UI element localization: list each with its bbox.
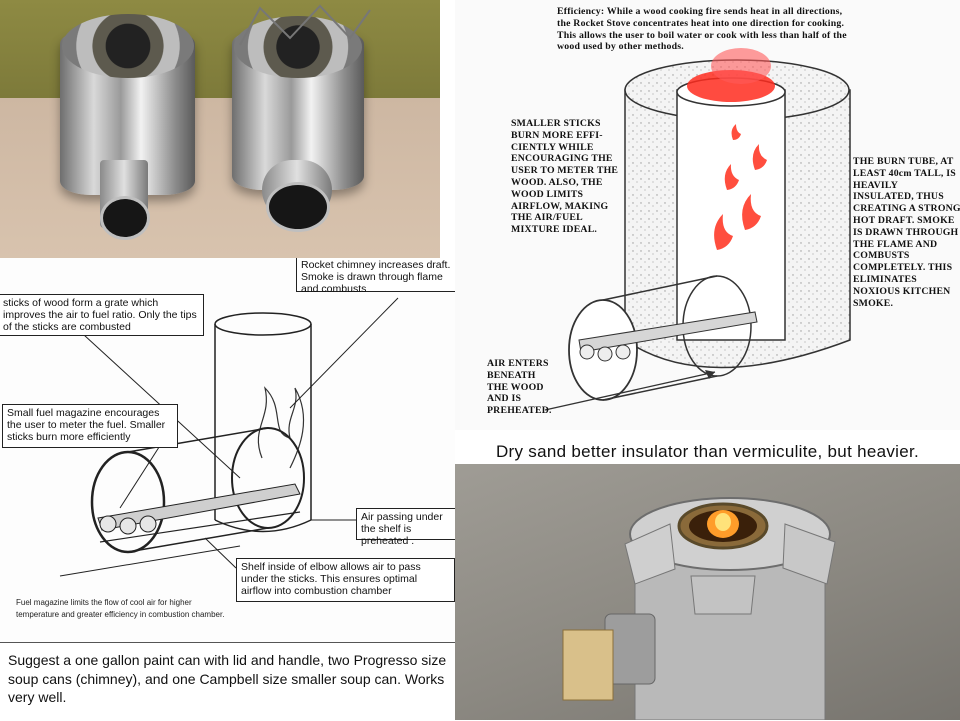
callout-grate: sticks of wood form a grate which improv…: [0, 294, 204, 336]
callout-fuel-magazine: Small fuel magazine encourages the user …: [2, 404, 178, 448]
caption-materials: Suggest a one gallon paint can with lid …: [0, 642, 455, 721]
callout-air-preheated: Air passing under the shelf is preheated…: [356, 508, 455, 547]
efficiency-text: While a wood cooking fire sends heat in …: [557, 6, 847, 53]
photo-finished-stove: [455, 464, 960, 720]
stove-line-drawing: [59, 297, 399, 577]
burn-tube-note: THE BURN TUBE, AT LEAST 40cm TALL, IS HE…: [853, 156, 960, 309]
efficiency-label: Efficiency:: [557, 6, 605, 17]
fuel-magazine-note: Fuel magazine limits the flow of cool ai…: [16, 598, 225, 619]
caption-materials-text: Suggest a one gallon paint can with lid …: [8, 652, 447, 705]
pot-support-wire: [239, 4, 371, 46]
caption-insulation: Dry sand better insulator than vermiculi…: [455, 430, 960, 464]
right-can-opening: [234, 16, 362, 78]
air-enters-note: AIR ENTERS BENEATH THE WOOD AND IS PREHE…: [487, 358, 552, 417]
left-can-spout-hole: [100, 196, 150, 240]
photo-two-tin-can-stoves: [0, 0, 440, 258]
smaller-sticks-note: SMALLER STICKS BURN MORE EFFI- CIENTLY W…: [511, 118, 619, 236]
efficiency-note: Efficiency: While a wood cooking fire se…: [557, 6, 857, 53]
rocket-stove-diagram-right: Efficiency: While a wood cooking fire se…: [455, 0, 960, 430]
callout-chimney: Rocket chimney increases draft. Smoke is…: [296, 258, 455, 295]
finished-stove-drawing: [562, 497, 836, 720]
rocket-stove-diagram-left: Rocket chimney increases draft. Smoke is…: [0, 258, 455, 642]
right-can-spout-hole: [266, 182, 330, 232]
insulated-stove-drawing: [544, 48, 851, 411]
caption-insulation-text: Dry sand better insulator than vermiculi…: [495, 442, 920, 461]
callout-shelf: Shelf inside of elbow allows air to pass…: [236, 558, 455, 602]
left-can-opening: [62, 14, 194, 78]
